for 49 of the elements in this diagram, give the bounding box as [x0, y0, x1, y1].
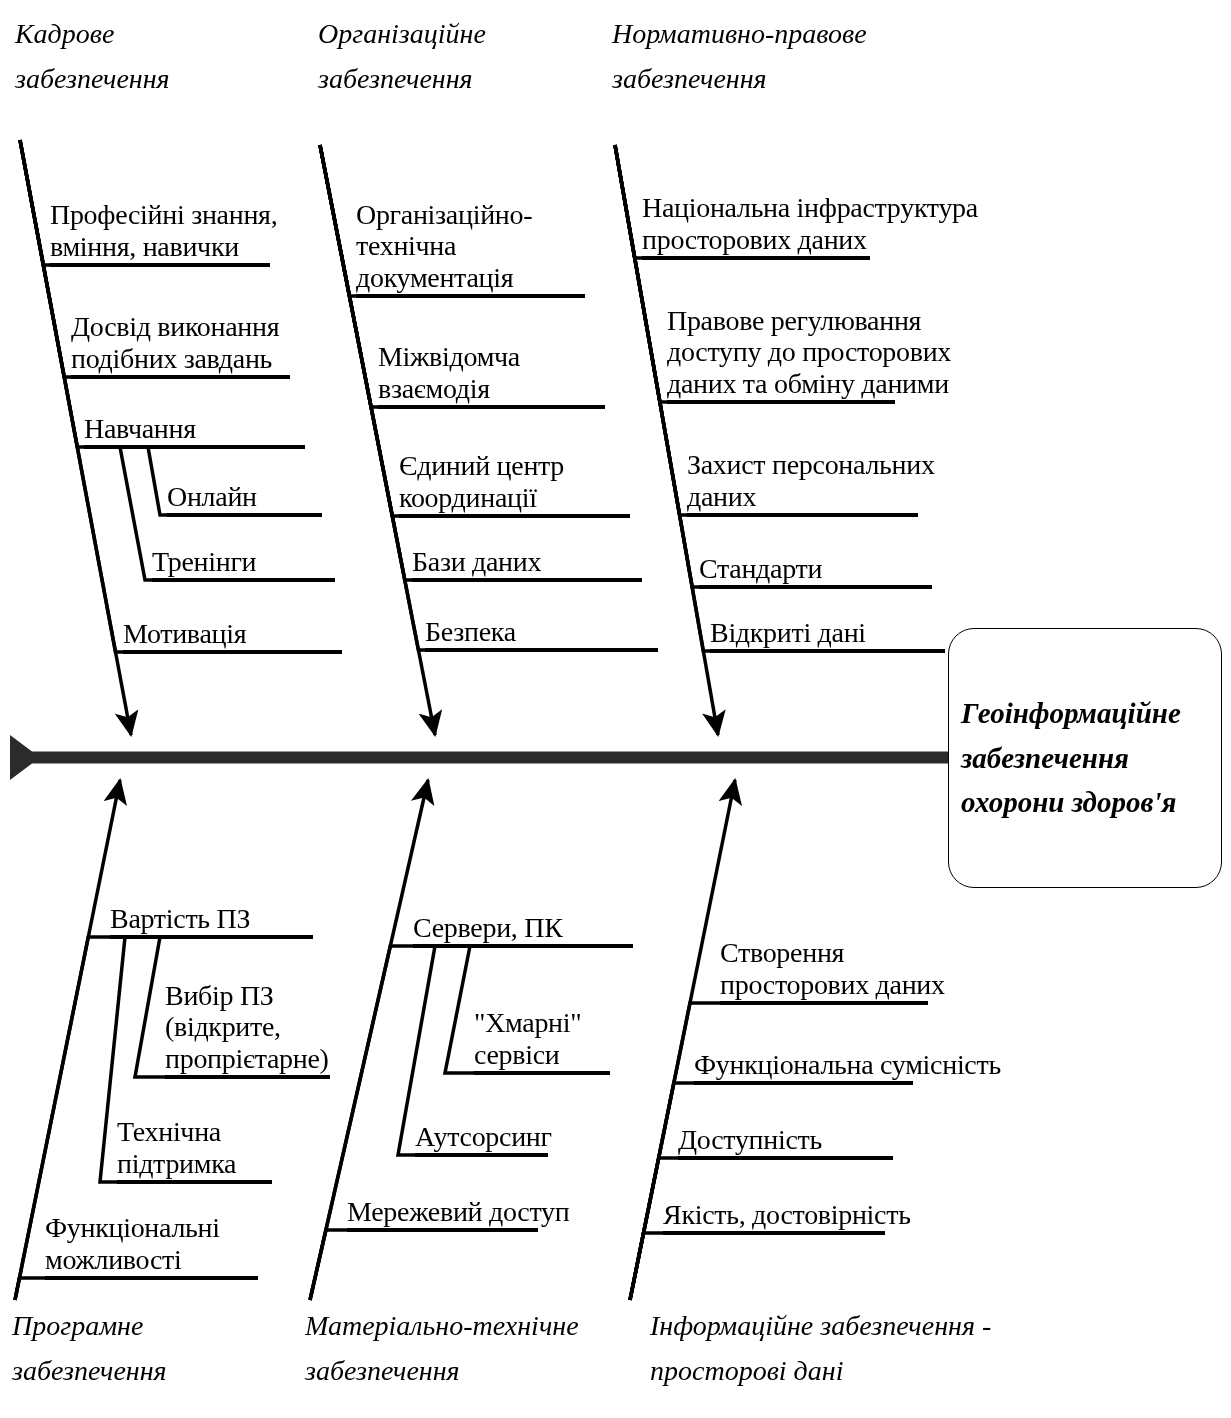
connector-line	[132, 936, 165, 1079]
category-label: Інформаційне забезпечення - просторові дані	[650, 1300, 1070, 1412]
cause-label: Єдиний центр координації	[399, 422, 630, 518]
category-label: Нормативно-правове забезпечення	[612, 8, 932, 145]
arrow	[13, 778, 127, 1301]
connector-line	[442, 945, 474, 1075]
arrow	[318, 144, 443, 737]
connector-line	[395, 945, 437, 1157]
connector-line	[13, 1276, 45, 1301]
category-label: Програмне забезпечення	[12, 1300, 242, 1412]
cause-label: Створення просторових даних	[720, 888, 985, 1005]
cause-label: Мережевий доступ	[347, 1170, 612, 1232]
cause-label: Сервери, ПК	[413, 878, 633, 948]
arrow	[18, 139, 139, 737]
arrow	[628, 778, 742, 1301]
cause-label: Онлайн	[167, 462, 322, 517]
cause-label: Національна інфраструктура просторових даних	[642, 158, 1052, 260]
cause-label: Якість, достовірність	[663, 1173, 918, 1235]
cause-label: Відкриті дані	[710, 598, 945, 653]
cause-label: Стандарти	[699, 532, 932, 589]
cause-label: Безпека	[425, 592, 658, 652]
cause-label: Доступність	[678, 1098, 893, 1160]
cause-label: "Хмарні" сервіси	[474, 963, 614, 1075]
cause-label: Міжвідомча взаємодія	[378, 308, 605, 409]
category-label: Матеріально-технічне забезпечення	[305, 1300, 635, 1412]
connector-line	[146, 446, 167, 517]
arrow	[613, 144, 726, 737]
category-label: Організаційне забезпечення	[318, 8, 548, 145]
cause-label: Мотивація	[123, 595, 342, 654]
connector-line	[98, 936, 127, 1184]
spine-bar	[10, 735, 948, 780]
cause-label: Професійні знання, вміння, навички	[50, 158, 320, 267]
cause-label: Організаційно-технічна документація	[356, 158, 585, 298]
connector-line	[118, 446, 152, 582]
cause-label: Технічна підтримка	[117, 1088, 272, 1184]
cause-label: Функціональна сумісність	[694, 1018, 1064, 1085]
cause-label: Вартість ПЗ	[110, 866, 313, 939]
cause-label: Функціональні можливості	[45, 1188, 265, 1280]
category-label: Кадрове забезпечення	[15, 8, 235, 140]
cause-label: Досвід виконання подібних завдань	[71, 276, 321, 379]
arrow	[308, 778, 435, 1301]
cause-label: Правове регулювання доступу до просторових даних та обміну даними	[667, 270, 1012, 404]
cause-label: Бази даних	[412, 528, 642, 582]
cause-label: Вибір ПЗ (відкрите, пропрієтарне)	[165, 948, 380, 1079]
effect-box: Геоінформаційне забезпечення охорони здоров'я	[948, 628, 1222, 888]
cause-label: Аутсорсинг	[415, 1098, 575, 1157]
cause-label: Тренінги	[152, 525, 335, 582]
cause-label: Навчання	[84, 395, 305, 449]
cause-label: Захист персональних даних	[687, 420, 987, 517]
